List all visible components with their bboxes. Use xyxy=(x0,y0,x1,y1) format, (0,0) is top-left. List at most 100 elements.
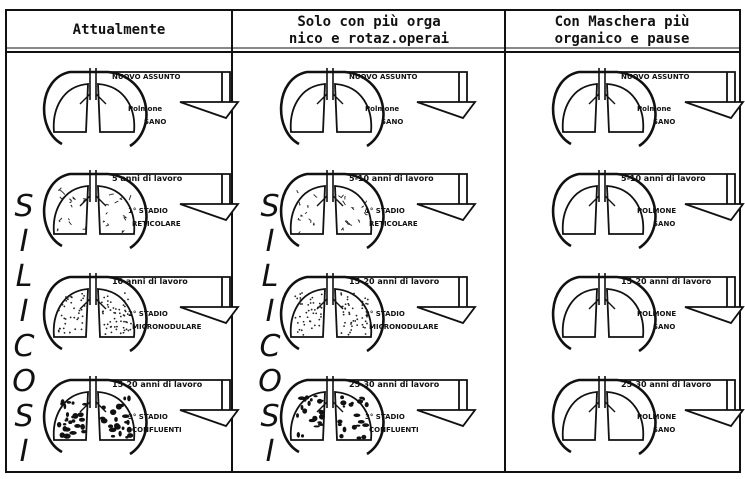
stage-label: 1° STADIO xyxy=(365,206,405,216)
stage-sublabel: SANO xyxy=(653,425,675,435)
left-lung xyxy=(54,84,88,132)
nodule-mark xyxy=(126,322,128,324)
nodule-mark xyxy=(124,306,126,308)
years-label: 25-30 anni di lavoro xyxy=(349,380,439,390)
years-label: 15-20 anni di lavoro xyxy=(349,277,439,287)
stage-label: 3° STADIO xyxy=(365,412,405,422)
nodule-mark xyxy=(58,331,60,333)
confluent-mark xyxy=(319,410,323,414)
confluent-mark xyxy=(114,423,120,428)
nodule-mark xyxy=(64,323,66,325)
confluent-mark xyxy=(79,418,85,422)
confluent-mark xyxy=(80,424,85,430)
reticular-mark xyxy=(365,201,367,204)
nodule-mark xyxy=(73,307,75,309)
nodule-mark xyxy=(344,307,346,309)
stage-sublabel: RETICOLARE xyxy=(369,219,418,229)
nodule-mark xyxy=(354,320,356,322)
flow-arrow xyxy=(417,204,475,220)
nodule-mark xyxy=(340,294,342,296)
nodule-mark xyxy=(362,324,364,326)
nodule-mark xyxy=(65,318,67,320)
nodule-mark xyxy=(110,326,112,328)
years-label: 15-20 anni di lavoro xyxy=(112,380,202,390)
left-lung xyxy=(54,186,88,234)
nodule-mark xyxy=(73,317,75,319)
stage-label: POLMONE xyxy=(637,206,676,216)
nodule-mark xyxy=(65,296,67,298)
silicosi-letter: I xyxy=(258,297,282,327)
column-header-3: Con Maschera più organico e pause xyxy=(506,14,738,50)
years-label: 5-10 anni di lavoro xyxy=(621,174,706,184)
nodule-mark xyxy=(115,329,117,331)
silicosi-letter: O xyxy=(12,367,36,397)
nodule-mark xyxy=(303,321,305,323)
nodule-mark xyxy=(80,299,82,301)
nodule-mark xyxy=(123,327,125,329)
nodule-mark xyxy=(364,297,366,299)
nodule-mark xyxy=(70,296,72,298)
confluent-mark xyxy=(63,426,68,431)
confluent-mark xyxy=(361,435,366,439)
nodule-mark xyxy=(311,297,313,299)
confluent-mark xyxy=(356,425,361,427)
nodule-mark xyxy=(58,310,60,312)
nodule-mark xyxy=(299,329,301,331)
nodule-mark xyxy=(61,315,63,317)
stage-label: POLMONE xyxy=(637,412,676,422)
flow-arrow xyxy=(685,204,743,220)
nodule-mark xyxy=(118,309,120,311)
nodule-mark xyxy=(311,309,313,311)
nodule-mark xyxy=(352,320,354,322)
nodule-mark xyxy=(318,325,320,327)
confluent-mark xyxy=(67,401,71,404)
confluent-mark xyxy=(82,403,88,406)
reticular-mark xyxy=(313,223,314,226)
flow-arrow xyxy=(417,410,475,426)
silicosi-letter: I xyxy=(258,227,282,257)
nodule-mark xyxy=(320,313,322,315)
reticular-mark xyxy=(297,190,299,193)
silicosi-letter: I xyxy=(258,437,282,467)
reticular-mark xyxy=(129,195,131,200)
nodule-mark xyxy=(294,295,296,297)
confluent-mark xyxy=(342,402,345,405)
confluent-mark xyxy=(317,399,322,404)
nodule-mark xyxy=(120,320,122,322)
confluent-mark xyxy=(297,432,300,438)
stage-label: Polmone xyxy=(365,104,399,114)
confluent-mark xyxy=(71,401,74,404)
silicosi-letter: I xyxy=(12,227,36,257)
nodule-mark xyxy=(115,308,117,310)
nodule-mark xyxy=(344,322,346,324)
nodule-mark xyxy=(321,293,323,295)
years-label: NUOVO ASSUNTO xyxy=(349,72,417,82)
nodule-mark xyxy=(129,329,131,331)
nodule-mark xyxy=(301,292,303,294)
nodule-mark xyxy=(341,306,343,308)
confluent-mark xyxy=(353,413,360,417)
nodule-mark xyxy=(107,323,109,325)
stage-sublabel: SANO xyxy=(653,117,675,127)
nodule-mark xyxy=(361,317,363,319)
nodule-mark xyxy=(69,332,71,334)
nodule-mark xyxy=(300,299,302,301)
nodule-mark xyxy=(345,303,347,305)
nodule-mark xyxy=(125,311,127,313)
stage-label: Polmone xyxy=(128,104,162,114)
nodule-mark xyxy=(113,307,115,309)
nodule-mark xyxy=(299,316,301,318)
nodule-mark xyxy=(351,325,353,327)
nodule-mark xyxy=(123,332,125,334)
nodule-mark xyxy=(305,312,307,314)
nodule-mark xyxy=(348,312,350,314)
left-lung xyxy=(291,84,325,132)
nodule-mark xyxy=(307,316,309,318)
nodule-mark xyxy=(63,327,65,329)
nodule-mark xyxy=(320,316,322,318)
nodule-mark xyxy=(102,313,104,315)
years-label: NUOVO ASSUNTO xyxy=(621,72,689,82)
confluent-mark xyxy=(122,426,125,430)
stage-sublabel: SANO xyxy=(381,117,403,127)
